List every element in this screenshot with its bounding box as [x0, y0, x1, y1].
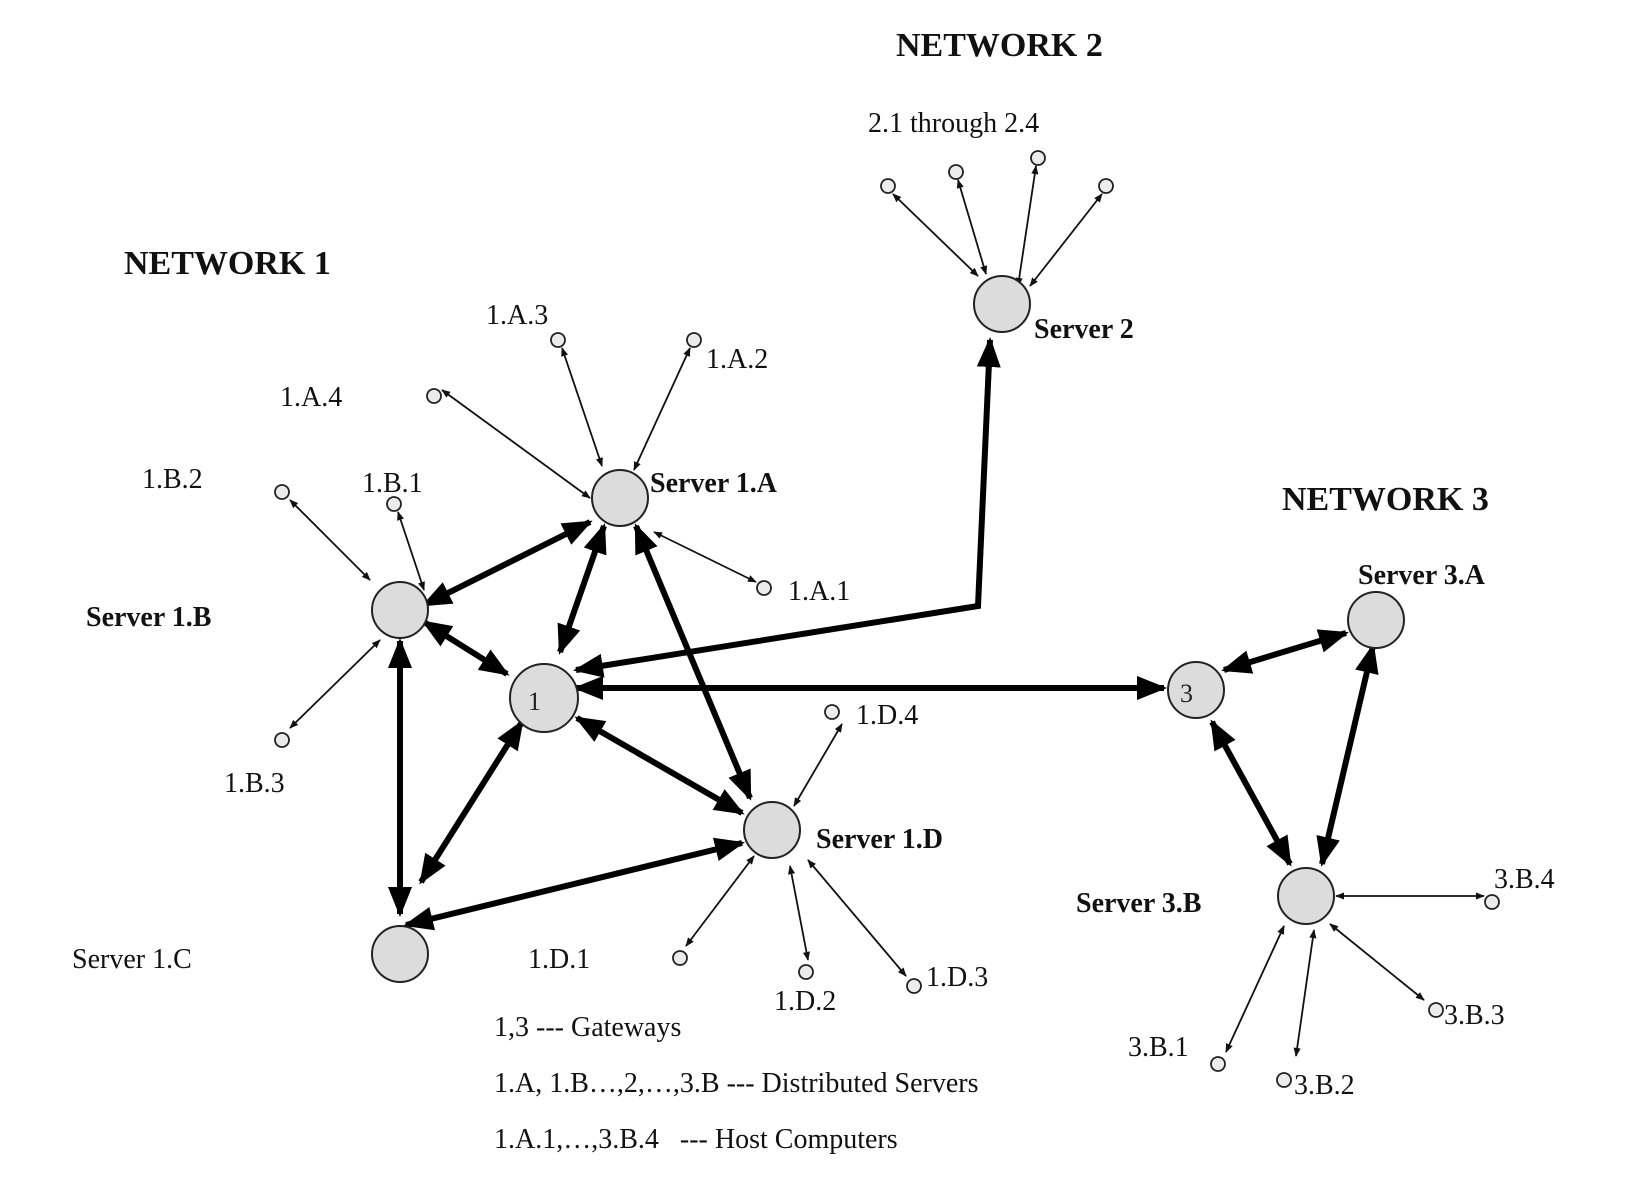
- host-1d3-node: [906, 978, 922, 994]
- host-1b1-label: 1.B.1: [362, 468, 423, 499]
- server-nodes: [371, 275, 1405, 983]
- link-server2-host23: [1015, 165, 1039, 287]
- host-links: [289, 165, 1485, 1057]
- host-1d1-node: [672, 950, 688, 966]
- legend-servers: 1.A, 1.B…,2,…,3.B --- Distributed Server…: [494, 1068, 979, 1099]
- link-server2-host22: [956, 179, 988, 275]
- link-1a-host1a3: [561, 347, 603, 467]
- server-1d-label: Server 1.D: [816, 824, 943, 855]
- link-1a-host1a4: [441, 389, 591, 499]
- host-3b3-node: [1428, 1002, 1444, 1018]
- server-1c-label: Server 1.C: [72, 944, 192, 975]
- link-1a-gw1: [557, 523, 607, 655]
- host-1d2-node: [798, 964, 814, 980]
- host-2-3-node: [1030, 150, 1046, 166]
- host-3b2-label: 3.B.2: [1294, 1070, 1355, 1101]
- host-1d1-label: 1.D.1: [528, 944, 590, 975]
- gateway-3-label: 3: [1180, 679, 1193, 708]
- link-gw1-1d: [574, 715, 745, 816]
- host-1a2-label: 1.A.2: [706, 344, 768, 375]
- link-3a-3b: [1316, 643, 1379, 867]
- host-1b2-node: [274, 484, 290, 500]
- host-2-2-node: [948, 164, 964, 180]
- link-1d-host1d4: [793, 723, 843, 807]
- link-1b-host1b2: [289, 499, 371, 581]
- host-3b1-node: [1210, 1056, 1226, 1072]
- host-3b1-label: 3.B.1: [1128, 1032, 1189, 1063]
- link-gw3-3a: [1221, 629, 1349, 674]
- server-2-node: [973, 275, 1031, 333]
- host-1a4-node: [426, 388, 442, 404]
- link-server2-host24: [1029, 193, 1103, 287]
- link-1a-host1a2: [633, 347, 691, 471]
- host-1b2-label: 1.B.2: [142, 464, 203, 495]
- link-3b-host3b2: [1293, 929, 1317, 1057]
- backbone-links: [388, 337, 1379, 931]
- network-1-title: NETWORK 1: [124, 245, 331, 282]
- server-1d-node: [743, 801, 801, 859]
- host-1a1-node: [756, 580, 772, 596]
- host-2-1-node: [880, 178, 896, 194]
- server-3b-label: Server 3.B: [1076, 888, 1201, 919]
- legend-gateways: 1,3 --- Gateways: [494, 1012, 681, 1043]
- network-2-hosts-label: 2.1 through 2.4: [868, 108, 1039, 139]
- legend-hosts: 1.A.1,…,3.B.4 --- Host Computers: [494, 1124, 898, 1155]
- host-1a3-label: 1.A.3: [486, 300, 548, 331]
- host-1d2-label: 1.D.2: [774, 986, 836, 1017]
- server-1c-node: [371, 925, 429, 983]
- host-3b2-node: [1276, 1072, 1292, 1088]
- host-1a1-label: 1.A.1: [788, 576, 850, 607]
- link-1a-host1a1: [653, 531, 757, 583]
- link-3b-host3b1: [1225, 925, 1285, 1053]
- host-1b3-node: [274, 732, 290, 748]
- link-gw1-1c: [418, 719, 525, 885]
- host-1a3-node: [550, 332, 566, 348]
- host-1a4-label: 1.A.4: [280, 382, 342, 413]
- network-3-title: NETWORK 3: [1282, 481, 1489, 518]
- link-1a-1d: [633, 523, 753, 801]
- host-1a2-node: [686, 332, 702, 348]
- link-1d-host1d1: [685, 855, 755, 947]
- server-3a-node: [1347, 591, 1405, 649]
- link-1b-gw1: [421, 619, 510, 677]
- server-3b-node: [1277, 867, 1335, 925]
- network-2-title: NETWORK 2: [896, 27, 1103, 64]
- server-1a-node: [591, 469, 649, 527]
- server-1b-label: Server 1.B: [86, 602, 211, 633]
- legend: 1,3 --- Gateways 1.A, 1.B…,2,…,3.B --- D…: [494, 1012, 979, 1155]
- host-1d3-label: 1.D.3: [926, 962, 988, 993]
- link-1d-host1d2: [787, 865, 811, 961]
- host-1b3-label: 1.B.3: [224, 768, 285, 799]
- host-3b4-label: 3.B.4: [1494, 864, 1555, 895]
- server-3a-label: Server 3.A: [1358, 560, 1486, 591]
- link-3b-host3b3: [1329, 923, 1425, 1001]
- gateway-1-node: [509, 663, 579, 733]
- host-3b4-node: [1484, 894, 1500, 910]
- link-gw3-3b: [1209, 719, 1293, 867]
- host-1b1-node: [386, 496, 402, 512]
- host-2-4-node: [1098, 178, 1114, 194]
- host-1d4-label: 1.D.4: [856, 700, 918, 731]
- link-1b-host1b1: [397, 511, 425, 591]
- gateway-3-node: [1167, 661, 1225, 719]
- gateway-1-label: 1: [528, 687, 541, 716]
- server-1a-label: Server 1.A: [650, 468, 778, 499]
- host-1d4-node: [824, 704, 840, 720]
- link-1c-1d: [403, 837, 745, 931]
- link-1b-host1b3: [289, 639, 381, 729]
- host-nodes: [274, 150, 1500, 1088]
- server-2-label: Server 2: [1034, 314, 1134, 345]
- host-3b3-label: 3.B.3: [1444, 1000, 1505, 1031]
- link-1a-1b: [421, 519, 593, 608]
- link-1d-host1d3: [807, 859, 907, 977]
- server-1b-node: [371, 581, 429, 639]
- link-gw1-server2: [573, 337, 1001, 678]
